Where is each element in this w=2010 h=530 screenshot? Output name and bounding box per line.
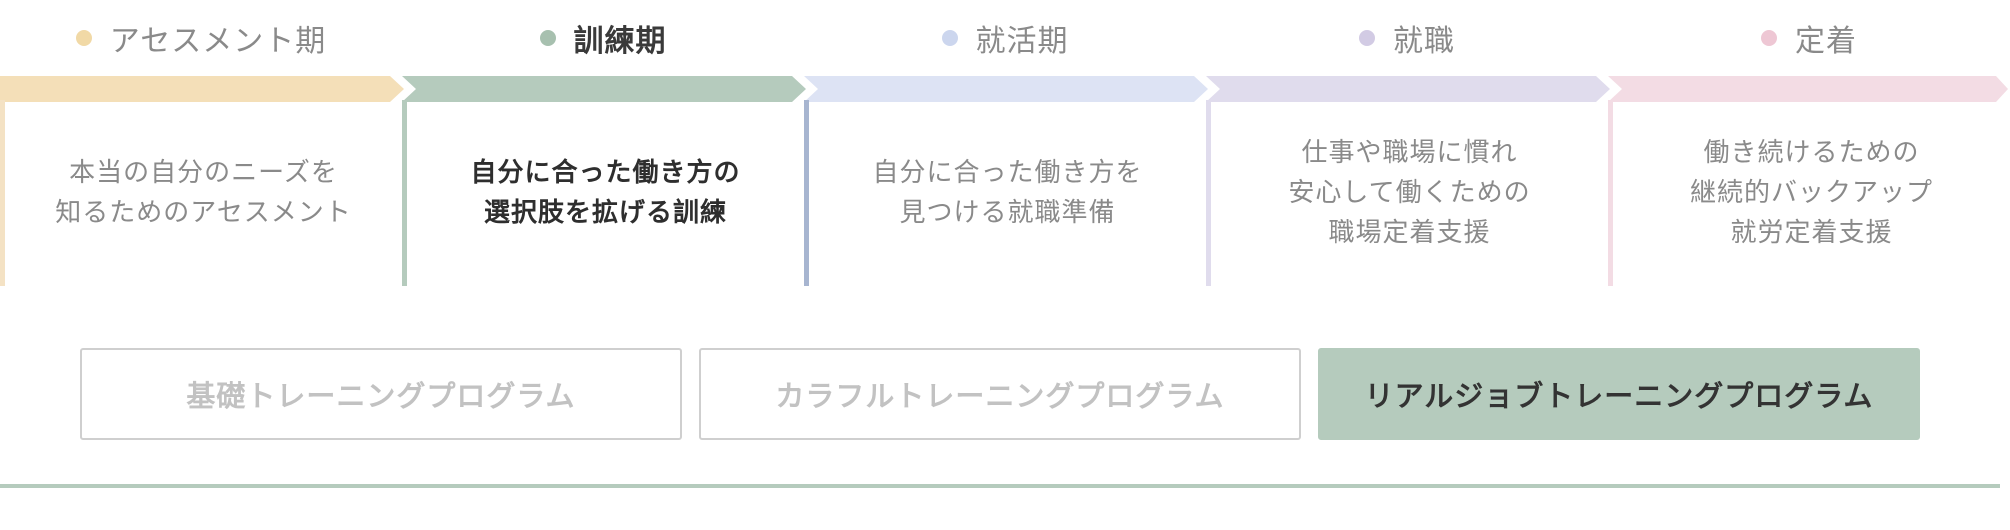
program-label: カラフルトレーニングプログラム	[775, 379, 1225, 413]
phase-title: 訓練期	[573, 24, 667, 59]
phase-title: 就活期	[975, 24, 1069, 59]
phase-description: 自分に合った働き方を 見つける就職準備	[872, 158, 1143, 228]
phase-header: 就職	[1206, 18, 1608, 59]
phase-retention: 定着 働き続けるための 継続的バックアップ 就労定着支援	[1608, 0, 2010, 290]
phase-header: アセスメント期	[0, 18, 402, 59]
phase-card: 自分に合った働き方の 選択肢を拡げる訓練	[402, 100, 804, 286]
phase-arrow	[1608, 76, 2008, 102]
phase-title: 定着	[1795, 24, 1857, 59]
phase-training: 訓練期 自分に合った働き方の 選択肢を拡げる訓練	[402, 0, 806, 290]
phase-card: 働き続けるための 継続的バックアップ 就労定着支援	[1608, 100, 2010, 286]
phase-dot-icon	[1359, 30, 1375, 46]
phase-description: 自分に合った働き方の 選択肢を拡げる訓練	[470, 158, 741, 228]
phase-dot-icon	[539, 30, 556, 46]
phase-arrow	[0, 76, 404, 102]
phase-header: 就活期	[804, 18, 1206, 59]
phase-arrow	[804, 76, 1208, 102]
phase-description: 本当の自分のニーズを 知るためのアセスメント	[55, 158, 352, 228]
program-button-realjob[interactable]: リアルジョブトレーニングプログラム	[1318, 348, 1920, 440]
phase-description: 働き続けるための 継続的バックアップ 就労定着支援	[1689, 138, 1933, 248]
phase-arrow	[402, 76, 806, 102]
phase-header: 訓練期	[402, 18, 804, 59]
section-divider	[0, 484, 2000, 488]
phase-dot-icon	[1761, 30, 1777, 46]
program-selector: 基礎トレーニングプログラム カラフルトレーニングプログラム リアルジョブトレーニ…	[0, 348, 2010, 442]
phase-jobhunt: 就活期 自分に合った働き方を 見つける就職準備	[804, 0, 1208, 290]
phase-dot-icon	[75, 30, 92, 46]
phase-card: 本当の自分のニーズを 知るためのアセスメント	[0, 100, 402, 286]
phase-card: 自分に合った働き方を 見つける就職準備	[804, 100, 1206, 286]
program-button-basic[interactable]: 基礎トレーニングプログラム	[80, 348, 682, 440]
phase-timeline: アセスメント期 本当の自分のニーズを 知るためのアセスメント 訓練期 自分に合っ…	[0, 0, 2010, 290]
phase-employment: 就職 仕事や職場に慣れ 安心して働くための 職場定着支援	[1206, 0, 1610, 290]
program-button-colorful[interactable]: カラフルトレーニングプログラム	[699, 348, 1301, 440]
phase-arrow	[1206, 76, 1610, 102]
program-label: リアルジョブトレーニングプログラム	[1364, 379, 1874, 413]
phase-card: 仕事や職場に慣れ 安心して働くための 職場定着支援	[1206, 100, 1608, 286]
phase-assessment: アセスメント期 本当の自分のニーズを 知るためのアセスメント	[0, 0, 404, 290]
phase-title: 就職	[1393, 24, 1455, 59]
phase-header: 定着	[1608, 18, 2010, 59]
program-label: 基礎トレーニングプログラム	[186, 379, 576, 413]
phase-dot-icon	[941, 30, 958, 46]
phase-description: 仕事や職場に慣れ 安心して働くための 職場定着支援	[1288, 138, 1531, 248]
phase-title: アセスメント期	[109, 24, 327, 59]
